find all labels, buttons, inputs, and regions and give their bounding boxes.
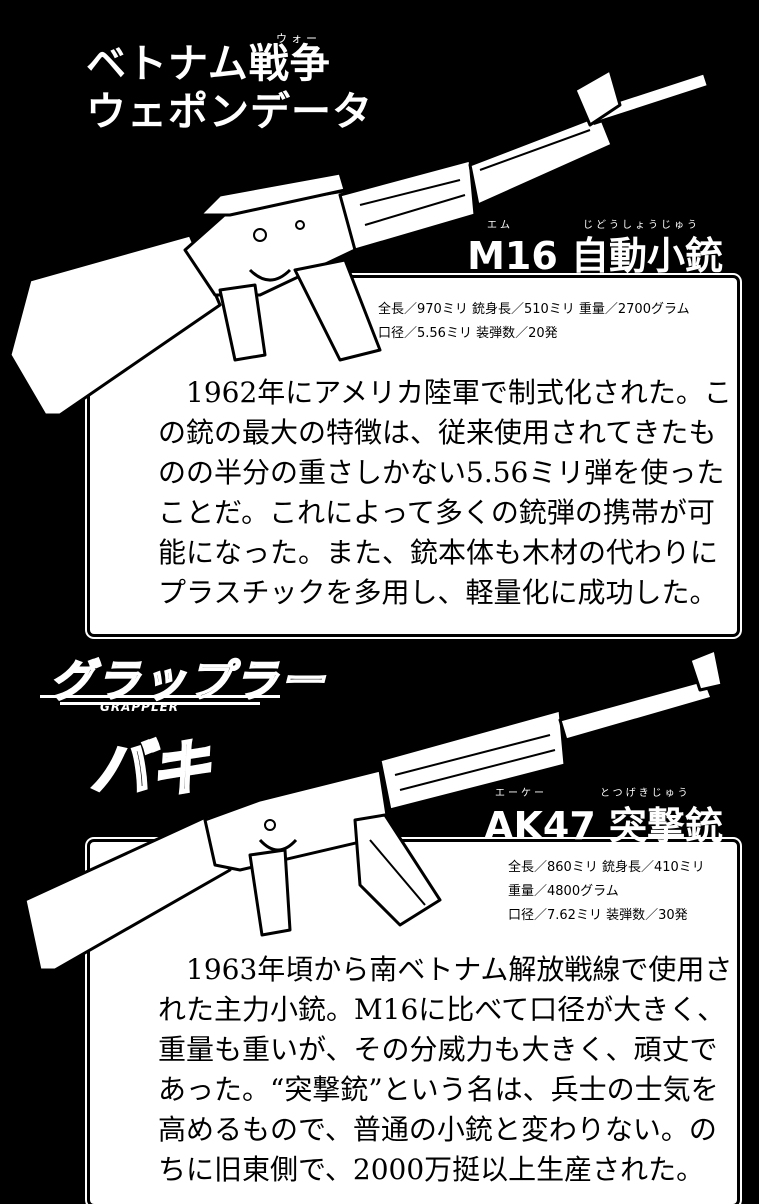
header-title-line1: ベトナム戦争 xyxy=(86,41,331,87)
logo-title: グラップラー xyxy=(49,655,326,708)
ak47-spec-line: 全長／860ミリ 銃身長／410ミリ xyxy=(508,860,705,875)
logo-subtitle: GRAPPLER xyxy=(100,700,180,714)
m16-description: 1962年にアメリカ陸軍で制式化された。こ の銃の最大の特徴は、従来使用されてき… xyxy=(158,373,732,613)
header-title-line2: ウェポンデータ xyxy=(86,89,373,135)
m16-model-ruby: エム xyxy=(487,220,513,231)
m16-description-line: の銃の最大の特徴は、従来使用されてきたも xyxy=(158,416,717,449)
m16-title: M16 自動小銃 xyxy=(467,234,723,278)
m16-description-line: ことだ。これによって多くの銃弾の携帯が可 xyxy=(158,496,715,529)
ak47-description-line: ちに旧東側で、2000万挺以上生産された。 xyxy=(158,1153,705,1186)
ak47-description-line: 1963年頃から南ベトナム解放戦線で使用さ xyxy=(158,953,733,986)
m16-info-frame xyxy=(90,278,737,634)
m16-description-line: プラスチックを多用し、軽量化に成功した。 xyxy=(158,576,718,609)
ak47-description-line: あった。“突撃銃”という名は、兵士の士気を xyxy=(158,1073,719,1106)
m16-type-ruby: じどうしょうじゅう xyxy=(583,220,700,231)
ak47-type-ruby: とつげきじゅう xyxy=(600,788,691,799)
m16-description-line: 1962年にアメリカ陸軍で制式化された。こ xyxy=(158,376,732,409)
ak47-spec-line: 口径／7.62ミリ 装弾数／30発 xyxy=(508,908,688,923)
logo-streak xyxy=(60,702,260,705)
ak47-specs: 全長／860ミリ 銃身長／410ミリ 重量／4800グラム 口径／7.62ミリ … xyxy=(508,856,705,928)
m16-description-line: のの半分の重さしかない5.56ミリ弾を使った xyxy=(158,456,725,489)
ak47-rifle-illustration xyxy=(23,648,724,972)
grappler-baki-logo: グラップラー GRAPPLER バキ xyxy=(40,640,325,806)
ak47-description: 1963年頃から南ベトナム解放戦線で使用さ れた主力小銃。M16に比べて口径が大… xyxy=(158,950,732,1190)
m16-specs: 全長／970ミリ 銃身長／510ミリ 重量／2700グラム 口径／5.56ミリ … xyxy=(378,298,690,346)
ak47-description-line: 高めるもので、普通の小銃と変わりない。の xyxy=(158,1113,717,1146)
ak47-title: AK47 突撃銃 xyxy=(484,804,723,848)
m16-description-line: 能になった。また、銃本体も木材の代わりに xyxy=(158,536,719,569)
m16-rifle-illustration xyxy=(8,68,710,417)
ak47-model-ruby: エーケー xyxy=(495,788,547,799)
m16-spec-line: 全長／970ミリ 銃身長／510ミリ 重量／2700グラム xyxy=(378,302,690,317)
logo-name: バキ xyxy=(89,733,212,806)
header-ruby: ウォー xyxy=(276,32,321,45)
ak47-spec-line: 重量／4800グラム xyxy=(508,884,619,899)
logo-streak xyxy=(40,695,280,698)
ak47-description-line: 重量も重いが、その分威力も大きく、頑丈で xyxy=(158,1033,718,1066)
m16-spec-line: 口径／5.56ミリ 装弾数／20発 xyxy=(378,326,558,341)
ak47-description-line: れた主力小銃。M16に比べて口径が大きく、 xyxy=(158,993,726,1026)
page-header: ウォー ベトナム戦争 ウェポンデータ xyxy=(86,32,416,136)
